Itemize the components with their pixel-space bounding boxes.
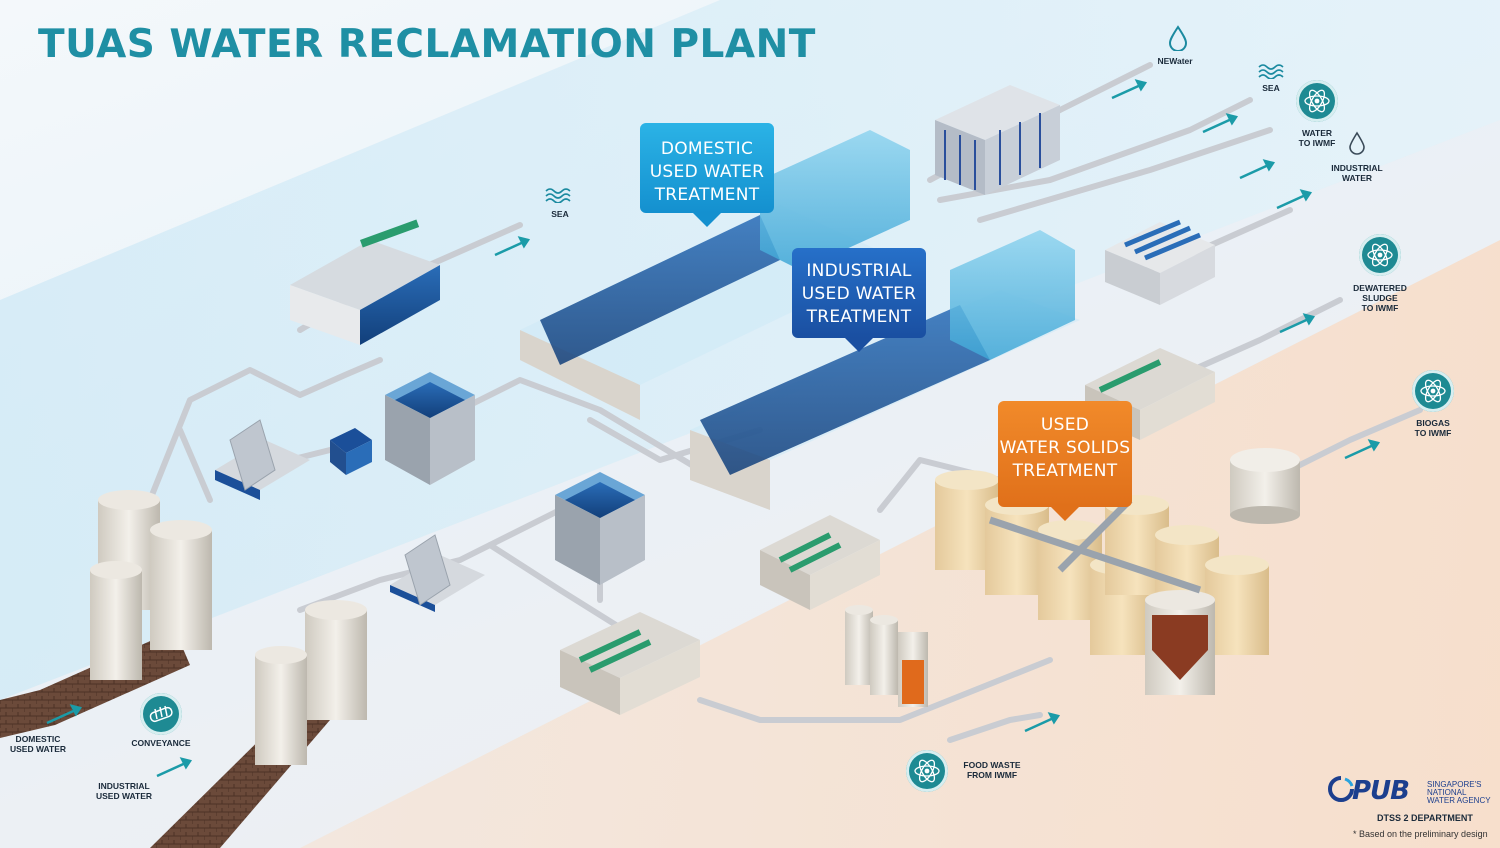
atom-icon	[1359, 234, 1401, 276]
utility-building	[1105, 219, 1215, 305]
label-line: FOOD WASTE	[963, 760, 1021, 770]
badge-line: USED	[1040, 415, 1090, 435]
tagline-line: SINGAPORE'S	[1427, 780, 1482, 789]
industrial-treatment-badge: INDUSTRIAL USED WATER TREATMENT	[792, 248, 926, 352]
label-line: TO IWMF	[1361, 303, 1399, 313]
label-line: SLUDGE	[1362, 293, 1398, 303]
label-line: USED WATER	[9, 744, 67, 754]
badge-pointer	[845, 338, 873, 352]
biogas-label: BIOGAS TO IWMF	[1415, 418, 1452, 438]
domestic-treatment-badge: DOMESTIC USED WATER TREATMENT	[640, 123, 774, 227]
badge-line: TREATMENT	[806, 307, 912, 327]
label-line: BIOGAS	[1416, 418, 1450, 428]
food-waste-label: FOOD WASTE FROM IWMF	[963, 760, 1020, 780]
pub-logo-icon	[1328, 776, 1354, 802]
label-line: TO IWMF	[1298, 138, 1336, 148]
label-line: WATER	[1341, 173, 1373, 183]
badge-line: USED WATER	[801, 284, 917, 304]
sea-right-label: SEA	[1262, 83, 1280, 93]
biogas-tank	[1230, 448, 1300, 524]
pub-logo-text: PUB	[1352, 776, 1410, 806]
atom-icon	[906, 750, 948, 792]
pipe-icon	[140, 693, 182, 735]
conveyance-label: CONVEYANCE	[131, 738, 191, 748]
badge-line: DOMESTIC	[660, 139, 754, 159]
label-line: DOMESTIC	[15, 734, 61, 744]
industrial-water-label: INDUSTRIAL WATER	[1331, 163, 1382, 183]
label-line: INDUSTRIAL	[98, 781, 150, 791]
water-to-iwmf-label: WATER TO IWMF	[1299, 128, 1336, 148]
badge-line: INDUSTRIAL	[806, 261, 912, 281]
tagline-line: NATIONAL	[1427, 788, 1467, 797]
label-line: INDUSTRIAL	[1331, 163, 1383, 173]
dewatering-buildings	[560, 348, 1215, 715]
agency-tagline: SINGAPORE'S NATIONAL WATER AGENCY	[1427, 781, 1491, 805]
label-line: DEWATERED	[1353, 283, 1407, 293]
department-label: DTSS 2 DEPARTMENT	[1377, 813, 1473, 823]
screen-units	[215, 419, 485, 612]
page-title: TUAS WATER RECLAMATION PLANT	[38, 22, 816, 67]
badge-line: TREATMENT	[1012, 461, 1118, 481]
sludge-silos	[845, 605, 928, 707]
label-line: TO IWMF	[1414, 428, 1452, 438]
newater-label: NEWater	[1157, 56, 1193, 66]
atom-icon	[1296, 80, 1338, 122]
newater-membrane-rack	[935, 85, 1060, 195]
badge-pointer	[693, 213, 721, 227]
waves-icon	[545, 188, 571, 203]
badge-line: USED WATER	[649, 162, 765, 182]
solids-treatment-badge: USED WATER SOLIDS TREATMENT	[998, 401, 1132, 521]
inlet-building	[290, 219, 440, 345]
label-line: USED WATER	[95, 791, 153, 801]
tagline-line: WATER AGENCY	[1427, 796, 1491, 805]
label-line: WATER	[1301, 128, 1333, 138]
domestic-used-water-label: DOMESTIC USED WATER	[10, 734, 66, 754]
industrial-used-water-label: INDUSTRIAL USED WATER	[96, 781, 152, 801]
badge-line: WATER SOLIDS	[999, 438, 1131, 458]
flow-arrows	[46, 79, 1381, 778]
label-line: FROM IWMF	[966, 770, 1018, 780]
atom-icon	[1412, 370, 1454, 412]
anaerobic-digesters	[935, 470, 1269, 695]
waves-icon	[1258, 64, 1284, 79]
water-drop-icon	[1168, 25, 1188, 51]
badge-line: TREATMENT	[654, 185, 760, 205]
sea-left-label: SEA	[551, 209, 569, 219]
water-drop-icon	[1349, 131, 1365, 155]
footnote: * Based on the preliminary design	[1353, 829, 1488, 839]
inlet-shafts	[90, 490, 367, 765]
industrial-bioreactor	[690, 230, 1080, 510]
dewatered-sludge-label: DEWATERED SLUDGE TO IWMF	[1353, 283, 1407, 313]
badge-pointer	[1051, 507, 1079, 521]
primary-tanks	[385, 372, 645, 585]
